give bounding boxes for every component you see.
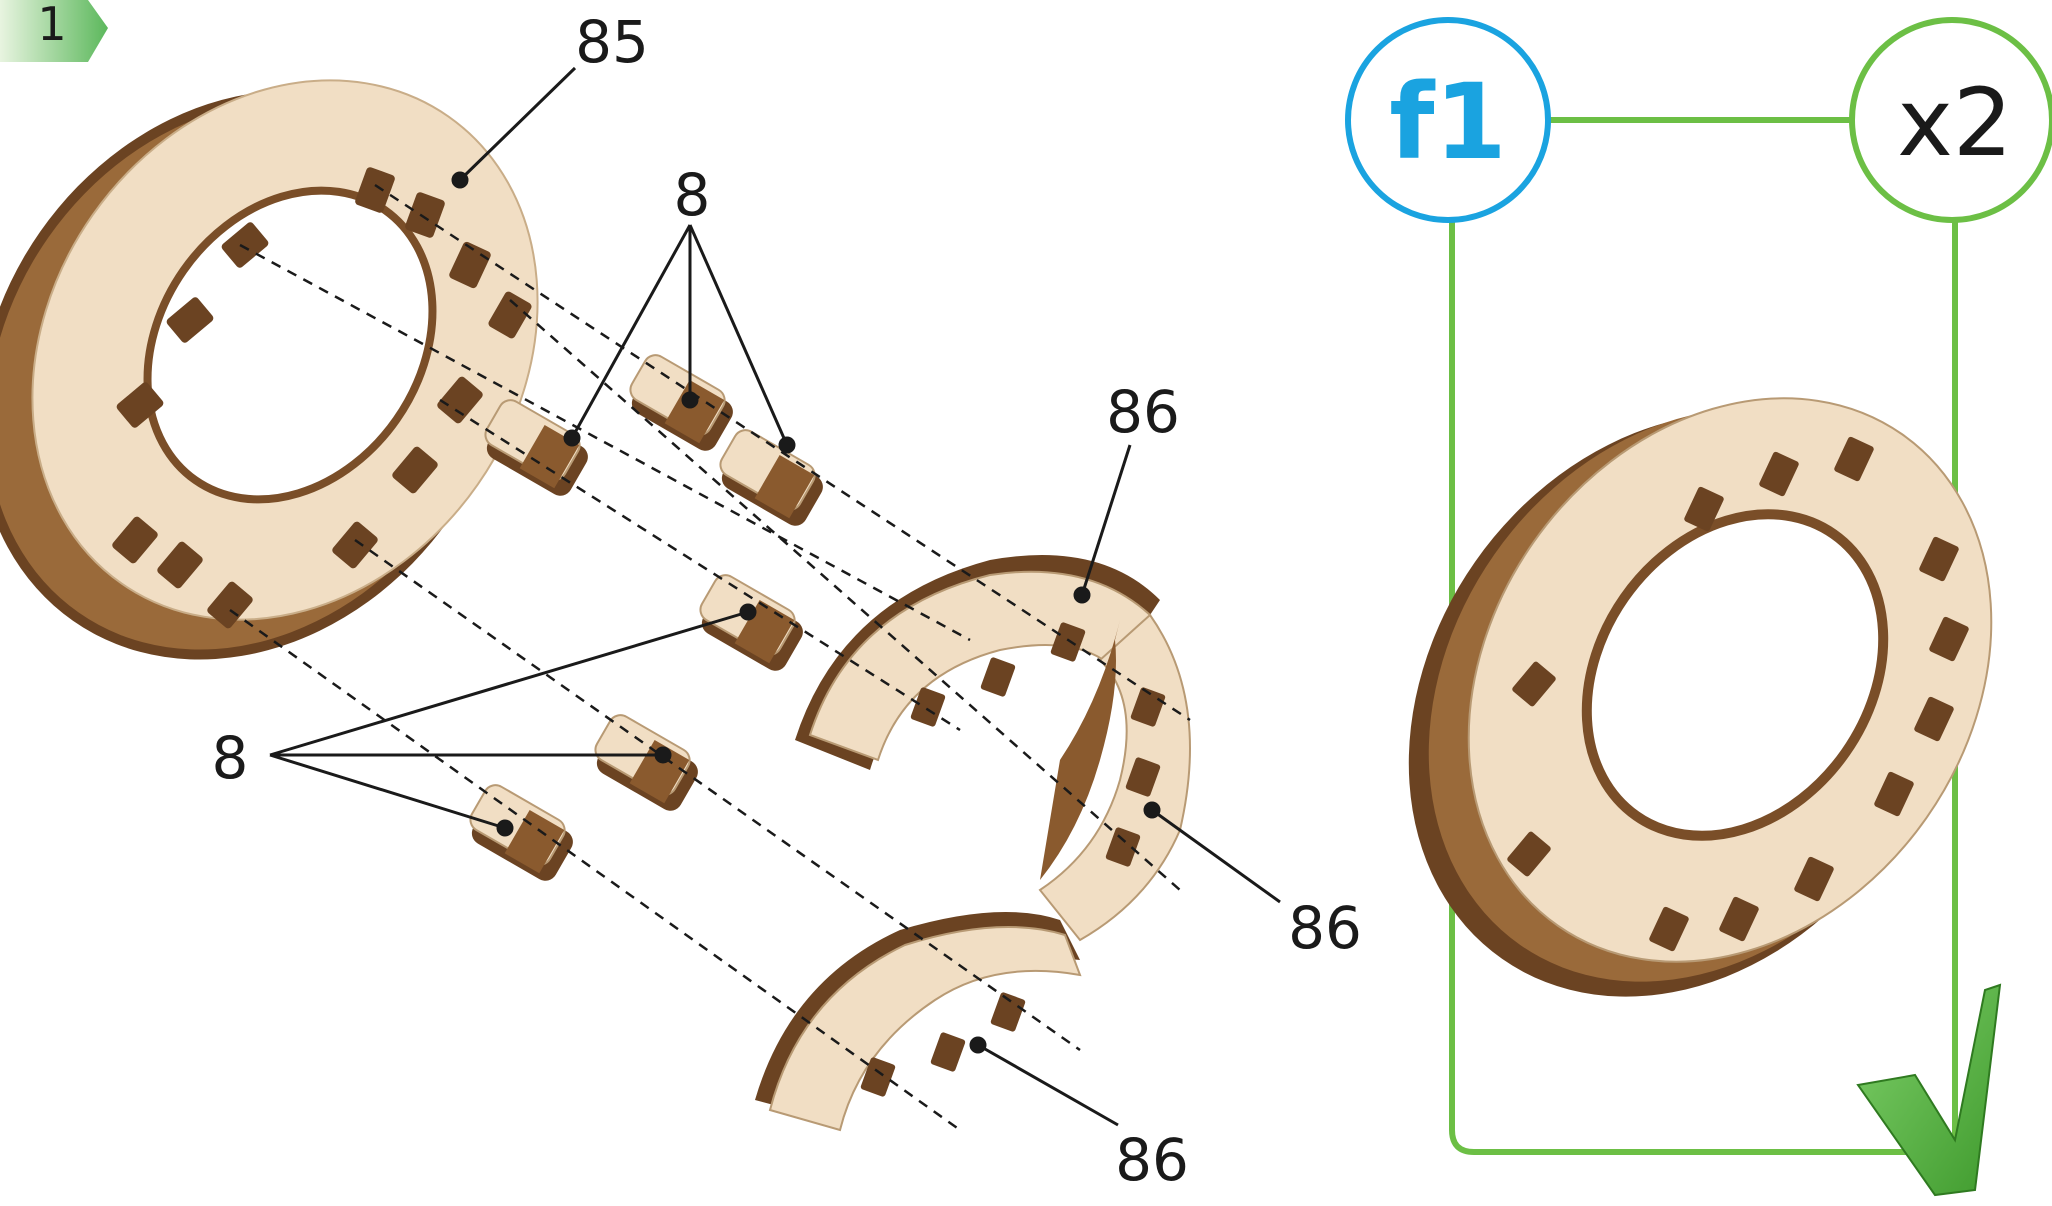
half-ring-parts-86 <box>755 555 1191 1132</box>
label-part-8-left: 8 <box>212 724 249 792</box>
quantity-badge: x2 <box>1849 17 2052 223</box>
assembly-guide-lines <box>229 183 1191 1132</box>
frame-badge: f1 <box>1345 17 1551 223</box>
frame-badge-label: f1 <box>1389 61 1507 183</box>
label-part-8-top: 8 <box>674 161 711 229</box>
connector-piece <box>594 714 698 811</box>
label-part-86-top: 86 <box>1106 378 1180 446</box>
step-number: 1 <box>37 0 66 51</box>
label-part-85: 85 <box>575 8 649 76</box>
callout-leaders <box>269 66 1281 1127</box>
assembled-ring <box>1408 397 1993 997</box>
result-panel: f1 x2 <box>1345 17 2052 1197</box>
connector-piece <box>629 354 733 451</box>
label-part-86-right: 86 <box>1288 894 1362 962</box>
label-part-86-bottom: 86 <box>1115 1126 1189 1194</box>
connector-pieces <box>469 354 823 881</box>
connector-piece <box>719 429 823 526</box>
connector-piece <box>469 784 573 881</box>
check-mark-icon <box>1856 983 2002 1197</box>
step-tab: 1 <box>0 0 108 62</box>
quantity-label: x2 <box>1897 69 2012 178</box>
ring-part-85 <box>0 79 539 660</box>
